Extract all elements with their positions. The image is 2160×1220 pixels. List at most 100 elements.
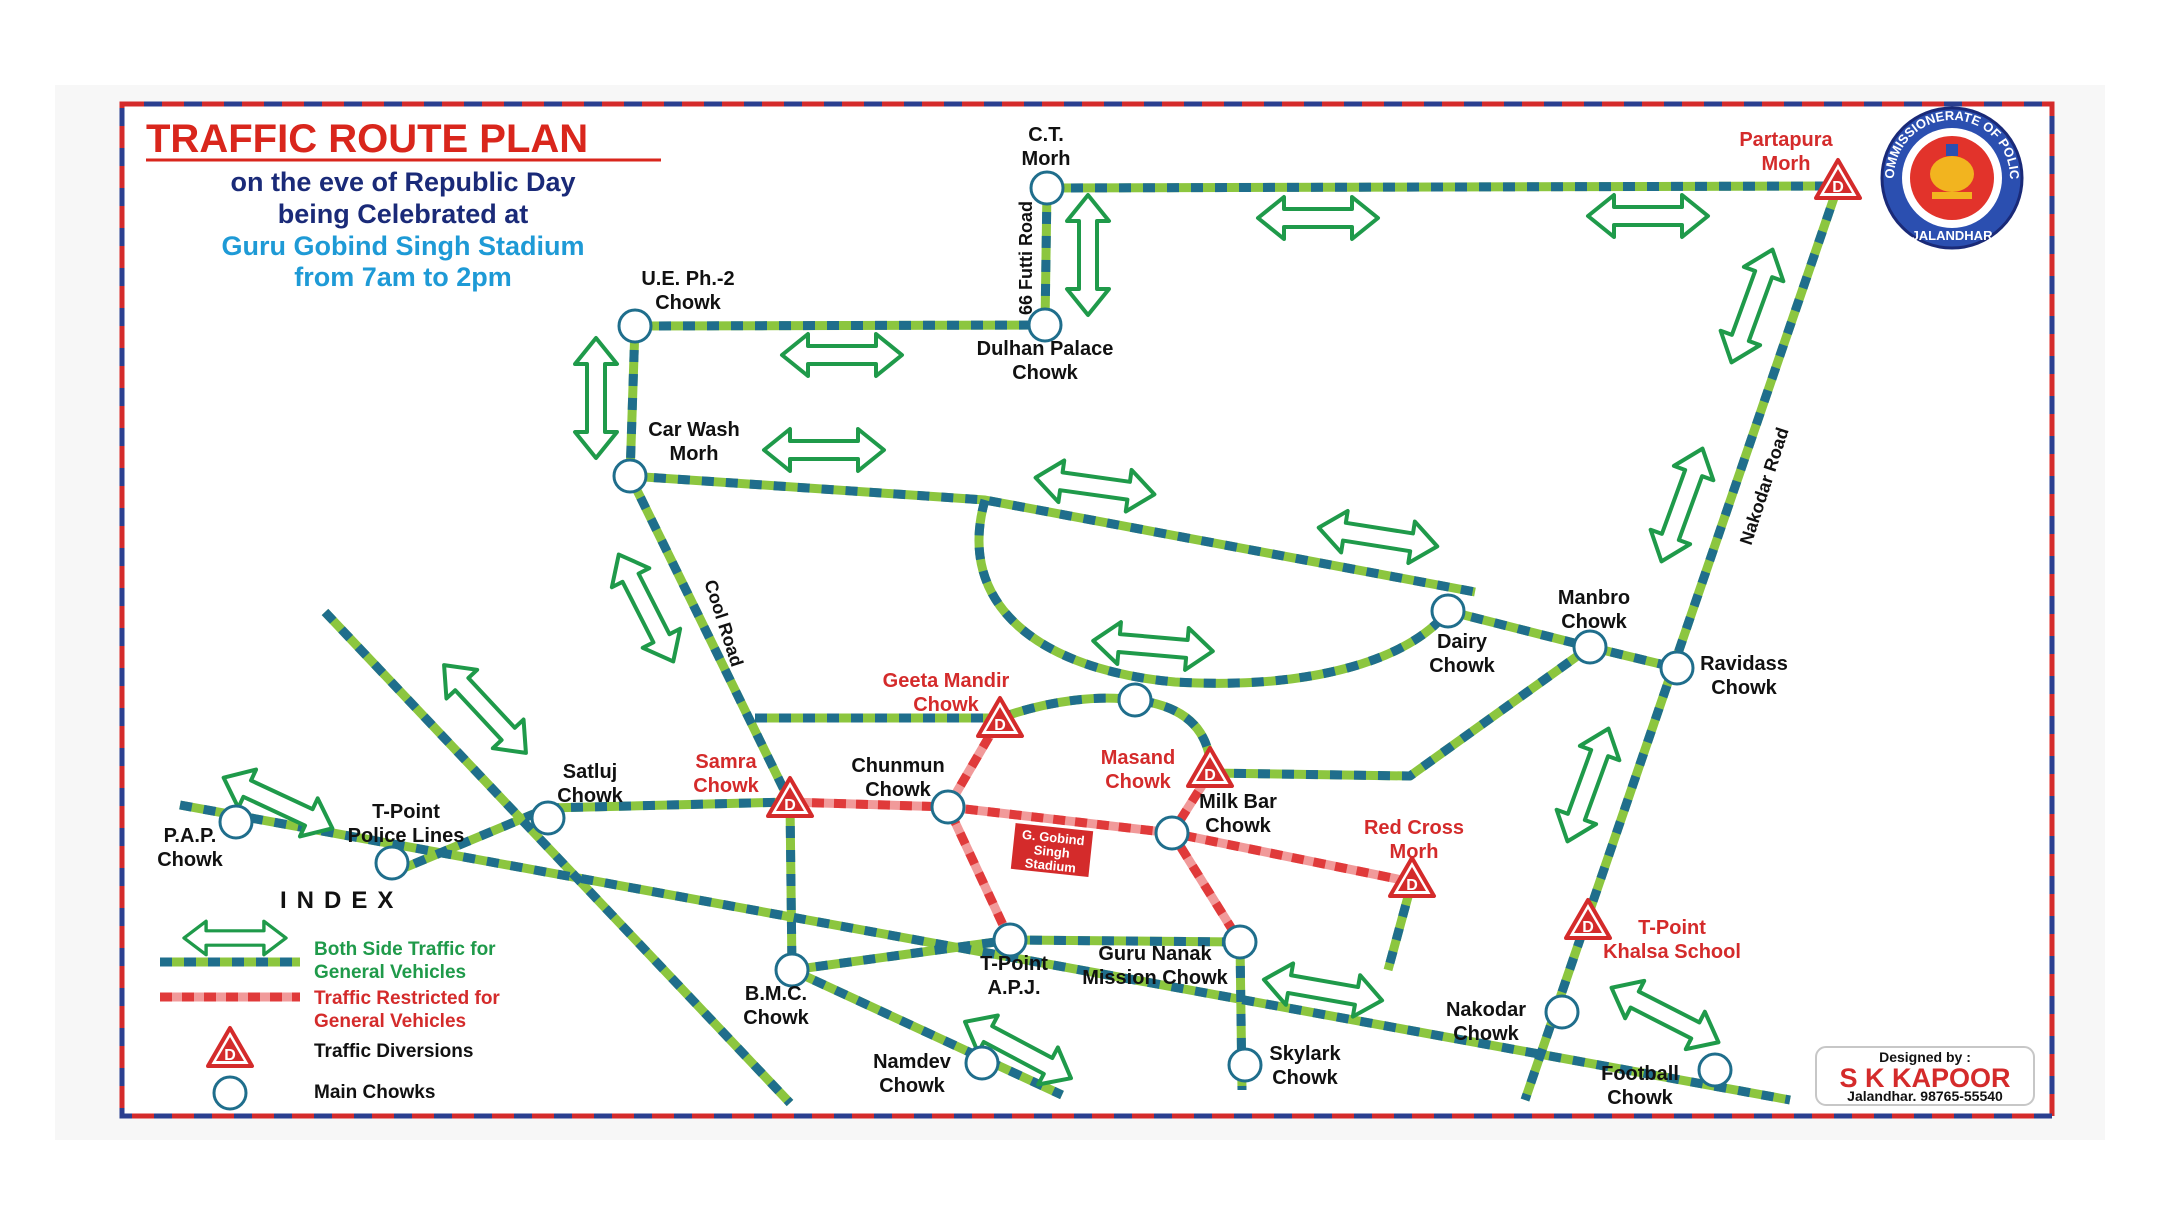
svg-text:Morh: Morh: [1762, 153, 1811, 175]
svg-text:Chowk: Chowk: [557, 785, 623, 807]
legend-chowk-icon: [212, 1075, 248, 1111]
svg-text:Geeta Mandir: Geeta Mandir: [883, 670, 1010, 692]
legend-diversion-icon: D: [206, 1026, 254, 1068]
road-label-futti: 66 Futti Road: [1016, 201, 1036, 315]
svg-text:Chowk: Chowk: [1711, 677, 1777, 699]
chowk-chunmun-icon: [930, 789, 966, 825]
diversion-partapura-icon: D: [1814, 158, 1862, 200]
svg-text:T-Point: T-Point: [980, 953, 1048, 975]
svg-text:T-Point: T-Point: [372, 801, 440, 823]
svg-text:Dulhan Palace: Dulhan Palace: [977, 338, 1114, 360]
svg-text:Masand: Masand: [1101, 747, 1175, 769]
svg-text:D: D: [1204, 767, 1216, 784]
diversion-markers: D D D D D D: [766, 158, 1862, 940]
map-frame: [119, 101, 2055, 1119]
chowk-dairy-icon: [1430, 593, 1466, 629]
svg-text:Jalandhar. 98765-55540: Jalandhar. 98765-55540: [1847, 1088, 2003, 1104]
svg-text:Satluj: Satluj: [563, 761, 617, 783]
index-legend: INDEX Both Side Traffic for General Vehi…: [160, 887, 500, 1111]
road-cool: [625, 474, 795, 804]
diversion-masand-icon: D: [1186, 746, 1234, 788]
svg-text:A.P.J.: A.P.J.: [988, 977, 1041, 999]
svg-text:Car Wash: Car Wash: [648, 419, 740, 441]
svg-text:Chowk: Chowk: [1105, 771, 1171, 793]
svg-text:JALANDHAR: JALANDHAR: [1912, 228, 1994, 243]
svg-text:Chowk: Chowk: [913, 694, 979, 716]
svg-text:U.E. Ph.-2: U.E. Ph.-2: [641, 268, 734, 290]
svg-text:Designed by :: Designed by :: [1879, 1049, 1971, 1065]
svg-text:Partapura: Partapura: [1739, 129, 1833, 151]
svg-text:Morh: Morh: [1390, 841, 1439, 863]
chowk-manbro-icon: [1572, 629, 1608, 665]
svg-text:Chowk: Chowk: [1607, 1087, 1673, 1109]
chowk-tpoint-apj-icon: [992, 922, 1028, 958]
svg-text:Khalsa School: Khalsa School: [1603, 941, 1741, 963]
page-title: TRAFFIC ROUTE PLAN: [146, 117, 588, 161]
legend-diversions: Traffic Diversions: [314, 1041, 473, 1062]
chowk-skylark-icon: [1227, 1047, 1263, 1083]
label-bmc: B.M.C.Chowk: [743, 983, 809, 1029]
svg-text:D: D: [1582, 919, 1594, 936]
label-ct-morh: C.T.Morh: [1022, 124, 1071, 170]
svg-text:Skylark: Skylark: [1269, 1043, 1341, 1065]
legend-both-side-line2: General Vehicles: [314, 962, 466, 983]
diversion-red-cross-icon: D: [1388, 856, 1436, 898]
svg-text:D: D: [784, 797, 796, 814]
svg-text:D: D: [1406, 877, 1418, 894]
label-pap: P.A.P.Chowk: [157, 825, 223, 871]
chowk-nakodar-icon: [1544, 994, 1580, 1030]
svg-text:S K KAPOOR: S K KAPOOR: [1839, 1063, 2010, 1093]
svg-text:Chowk: Chowk: [1429, 655, 1495, 677]
svg-text:Football: Football: [1601, 1063, 1679, 1085]
svg-text:D: D: [994, 717, 1006, 734]
svg-text:Police Lines: Police Lines: [348, 825, 465, 847]
svg-text:Samra: Samra: [695, 751, 757, 773]
svg-text:Chowk: Chowk: [1012, 362, 1078, 384]
chowk-ct-morh-icon: [1029, 170, 1065, 206]
chowk-pap-icon: [218, 804, 254, 840]
svg-text:Singh: Singh: [1033, 842, 1071, 861]
svg-text:Chowk: Chowk: [1453, 1023, 1519, 1045]
svg-text:Chowk: Chowk: [1272, 1067, 1338, 1089]
svg-text:B.M.C.: B.M.C.: [745, 983, 807, 1005]
svg-text:Dairy: Dairy: [1437, 631, 1488, 653]
svg-text:G. Gobind: G. Gobind: [1021, 827, 1085, 848]
legend-both-side-line1: Both Side Traffic for: [314, 939, 496, 960]
svg-text:Chowk: Chowk: [693, 775, 759, 797]
svg-text:Guru Nanak: Guru Nanak: [1098, 943, 1212, 965]
subtitle-line-2: being Celebrated at: [278, 199, 529, 229]
chowk-ravidass-icon: [1659, 650, 1695, 686]
stadium-block: G. Gobind Singh Stadium: [1008, 820, 1096, 880]
svg-text:P.A.P.: P.A.P.: [164, 825, 217, 847]
index-heading: INDEX: [280, 887, 403, 914]
chowk-bmc-icon: [774, 952, 810, 988]
svg-text:Morh: Morh: [670, 443, 719, 465]
subtitle-line-3: Guru Gobind Singh Stadium: [222, 231, 585, 261]
svg-text:Chunmun: Chunmun: [851, 755, 944, 777]
chowk-car-wash-icon: [612, 458, 648, 494]
chowk-unnamed-icon: [1117, 682, 1153, 718]
designer-credit: Designed by : S K KAPOOR Jalandhar. 9876…: [1815, 1046, 2035, 1106]
svg-text:T-Point: T-Point: [1638, 917, 1706, 939]
svg-text:Ravidass: Ravidass: [1700, 653, 1788, 675]
svg-text:Chowk: Chowk: [157, 849, 223, 871]
svg-text:D: D: [1832, 179, 1844, 196]
